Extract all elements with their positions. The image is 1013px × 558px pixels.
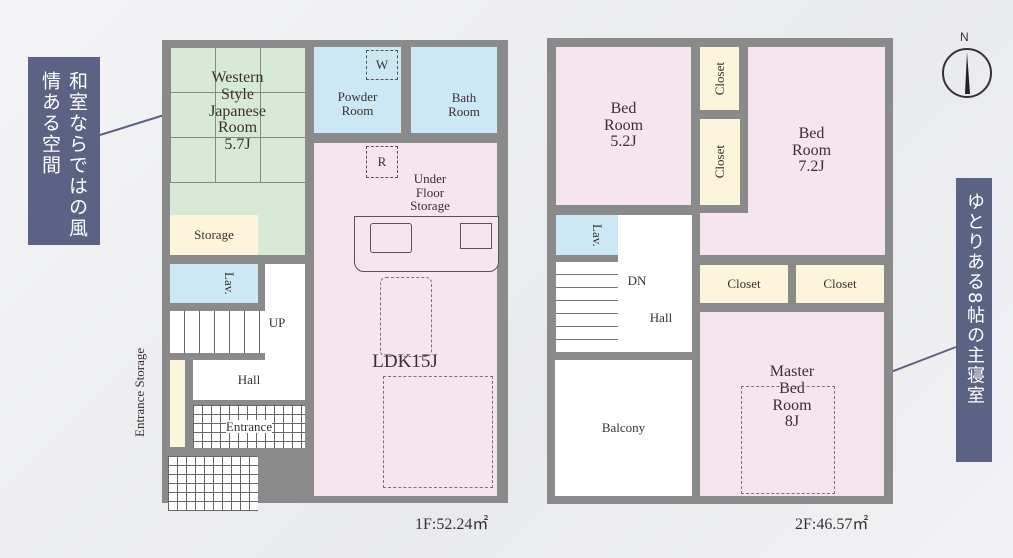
label-line: Master bbox=[769, 363, 815, 380]
room-bath: Bath Room bbox=[411, 47, 497, 133]
room-label: Hall bbox=[237, 372, 261, 388]
room-label: Entrance bbox=[225, 418, 273, 434]
room-balcony: Balcony bbox=[555, 360, 692, 496]
stairs-up-label: UP bbox=[268, 315, 286, 330]
room-bedroom-7-2j: Bed Room 7.2J bbox=[748, 47, 885, 255]
label-line: Bed bbox=[610, 99, 637, 117]
label-line: Powder bbox=[337, 89, 378, 105]
entrance-storage-label: Entrance Storage bbox=[132, 347, 148, 438]
label-line: Room bbox=[603, 116, 644, 134]
label-line: Floor bbox=[415, 184, 445, 200]
label-line: Room bbox=[217, 119, 258, 137]
stairs-1f bbox=[170, 311, 265, 353]
room-entrance: Entrance bbox=[193, 405, 305, 448]
callout-text: ゆとりある8帖の主寝室 bbox=[964, 192, 985, 406]
room-bedroom-5-2j: Bed Room 5.2J bbox=[556, 47, 691, 205]
label-line: Under bbox=[413, 171, 447, 186]
stairs-down-label: DN bbox=[627, 273, 647, 288]
room-lav-1f: Lav. bbox=[170, 264, 258, 303]
room-label: Lav. bbox=[221, 272, 237, 295]
label-line: Western bbox=[211, 69, 264, 86]
label-line: Style bbox=[221, 85, 254, 103]
label-line: Bath bbox=[451, 90, 477, 106]
label-line: 5.2J bbox=[610, 133, 637, 151]
dining-table bbox=[380, 277, 432, 357]
compass-north-label: N bbox=[960, 30, 969, 44]
room-hall-2f bbox=[618, 215, 692, 352]
callout-text: 和室ならではの風情ある空間 bbox=[39, 71, 88, 239]
label-line: 5.7J bbox=[224, 136, 251, 154]
master-bed bbox=[741, 386, 835, 494]
washer-label: W bbox=[375, 57, 389, 73]
room-ldk bbox=[314, 143, 497, 496]
fridge-space: R bbox=[366, 146, 398, 178]
label-line: Room bbox=[341, 103, 374, 118]
washer-space: W bbox=[366, 50, 398, 80]
sink-icon bbox=[370, 223, 412, 253]
label-line: 8J bbox=[784, 413, 800, 431]
callout-master-bedroom: ゆとりある8帖の主寝室 bbox=[956, 178, 992, 462]
underfloor-storage-label: Under Floor Storage bbox=[400, 172, 460, 213]
room-master-bedroom: Master Bed Room 8J bbox=[700, 312, 884, 496]
closet-2: Closet bbox=[700, 119, 740, 205]
callout-japanese-room: 和室ならではの風情ある空間 bbox=[28, 57, 100, 245]
closet-3: Closet bbox=[700, 265, 788, 303]
floor2-area: 2F:46.57㎡ bbox=[795, 516, 869, 533]
japanese-room-label: Western Style Japanese Room 5.7J bbox=[170, 69, 305, 154]
bedroom-7-2j-entry bbox=[700, 213, 748, 255]
sofa bbox=[383, 376, 493, 488]
label-line: Bed bbox=[798, 124, 825, 142]
room-label: Lav. bbox=[589, 223, 605, 247]
porch bbox=[168, 456, 258, 511]
room-japanese bbox=[170, 47, 305, 183]
compass-icon bbox=[942, 48, 992, 98]
label-line: Room bbox=[448, 104, 480, 119]
fridge-label: R bbox=[377, 154, 387, 170]
room-storage: Storage bbox=[170, 215, 258, 255]
label-line: Room bbox=[772, 396, 812, 414]
room-label: Closet bbox=[823, 276, 857, 292]
closet-1: Closet bbox=[700, 47, 739, 110]
stairs-2f bbox=[556, 262, 618, 352]
kitchen-counter bbox=[354, 216, 499, 272]
closet-4: Closet bbox=[796, 265, 884, 303]
hall-2f-label: Hall bbox=[649, 310, 673, 325]
room-label: Closet bbox=[727, 276, 761, 292]
label-line: Bed bbox=[779, 379, 805, 397]
stove-icon bbox=[460, 223, 492, 249]
room-lav-2f: Lav. bbox=[556, 215, 618, 255]
room-label: Storage bbox=[194, 227, 234, 243]
room-powder: Powder Room bbox=[314, 47, 401, 133]
room-label: Balcony bbox=[601, 420, 646, 436]
room-entrance-storage bbox=[170, 360, 185, 447]
room-hall-1f: Hall bbox=[193, 360, 305, 400]
label-line: Japanese bbox=[209, 102, 266, 120]
floor1-area: 1F:52.24㎡ bbox=[415, 516, 489, 533]
label-line: Room bbox=[791, 141, 832, 159]
ldk-label: LDK15J bbox=[372, 351, 438, 372]
label-line: Storage bbox=[410, 198, 450, 214]
room-label: Closet bbox=[711, 61, 727, 96]
label-line: 7.2J bbox=[798, 158, 825, 176]
room-label: Closet bbox=[712, 145, 728, 179]
